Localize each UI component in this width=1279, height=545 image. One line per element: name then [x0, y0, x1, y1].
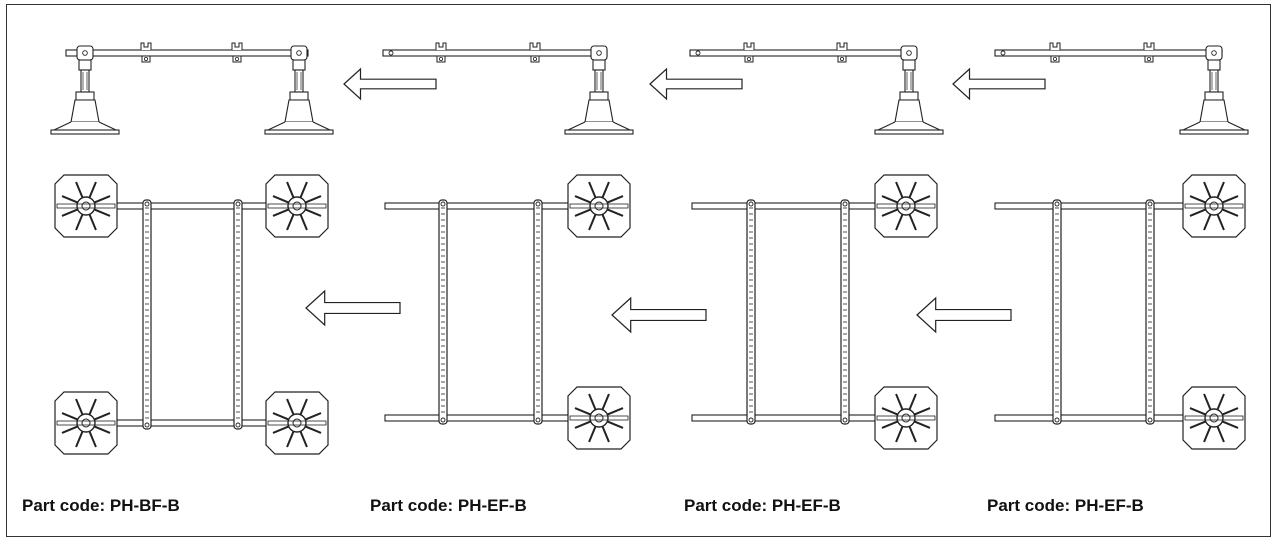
diagram-frame: [6, 4, 1271, 537]
pedestal-base-plan: [265, 174, 329, 238]
pedestal-side: [264, 59, 334, 135]
pedestal-base-plan: [567, 174, 631, 238]
rail-clamp-side: [529, 42, 541, 63]
pedestal-side: [564, 59, 634, 135]
plan-view-4: [994, 174, 1246, 450]
cross-bar-plan: [438, 199, 448, 425]
rail-clamp-side: [140, 42, 152, 63]
caption-part-code-2: Part code: PH-EF-B: [370, 496, 527, 515]
cross-bar-plan: [1145, 199, 1155, 425]
left-arrow-icon: [916, 296, 1012, 334]
cross-bar-plan: [840, 199, 850, 425]
pedestal-base-plan: [54, 391, 118, 455]
rail-clamp-side: [231, 42, 243, 63]
rail-clamp-side: [743, 42, 755, 63]
pedestal-base-plan: [265, 391, 329, 455]
cross-bar-plan: [533, 199, 543, 425]
plan-view-3: [691, 174, 938, 450]
plan-view-2: [384, 174, 631, 450]
cross-bar-plan: [142, 199, 152, 430]
rail-clamp-side: [1143, 42, 1155, 63]
rail-side: [65, 49, 309, 57]
pedestal-side: [874, 59, 944, 135]
pedestal-base-plan: [1182, 386, 1246, 450]
rail-clamp-side: [836, 42, 848, 63]
pedestal-side: [50, 59, 120, 135]
rail-side: [689, 49, 918, 57]
left-arrow-icon: [649, 67, 743, 101]
rail-clamp-side: [435, 42, 447, 63]
cross-bar-plan: [1052, 199, 1062, 425]
pedestal-base-plan: [567, 386, 631, 450]
rail-end-cap: [388, 50, 394, 56]
pedestal-base-plan: [874, 174, 938, 238]
caption-part-code-4: Part code: PH-EF-B: [987, 496, 1144, 515]
pedestal-base-plan: [54, 174, 118, 238]
left-arrow-icon: [305, 289, 401, 327]
pedestal-base-plan: [874, 386, 938, 450]
rail-clamp-side: [1049, 42, 1061, 63]
caption-part-code-1: Part code: PH-BF-B: [22, 496, 180, 515]
side-view-3: [689, 42, 944, 135]
left-arrow-icon: [343, 67, 437, 101]
plan-view-1: [54, 174, 329, 455]
side-view-2: [382, 42, 634, 135]
cross-bar-plan: [233, 199, 243, 430]
rail-end-cap: [1000, 50, 1006, 56]
pedestal-base-plan: [1182, 174, 1246, 238]
rail-side: [382, 49, 608, 57]
left-arrow-icon: [952, 67, 1046, 101]
left-arrow-icon: [611, 296, 707, 334]
side-view-1: [50, 42, 334, 135]
cross-bar-plan: [746, 199, 756, 425]
pedestal-side: [1179, 59, 1249, 135]
caption-part-code-3: Part code: PH-EF-B: [684, 496, 841, 515]
side-view-4: [994, 42, 1249, 135]
rail-side: [994, 49, 1223, 57]
rail-end-cap: [695, 50, 701, 56]
